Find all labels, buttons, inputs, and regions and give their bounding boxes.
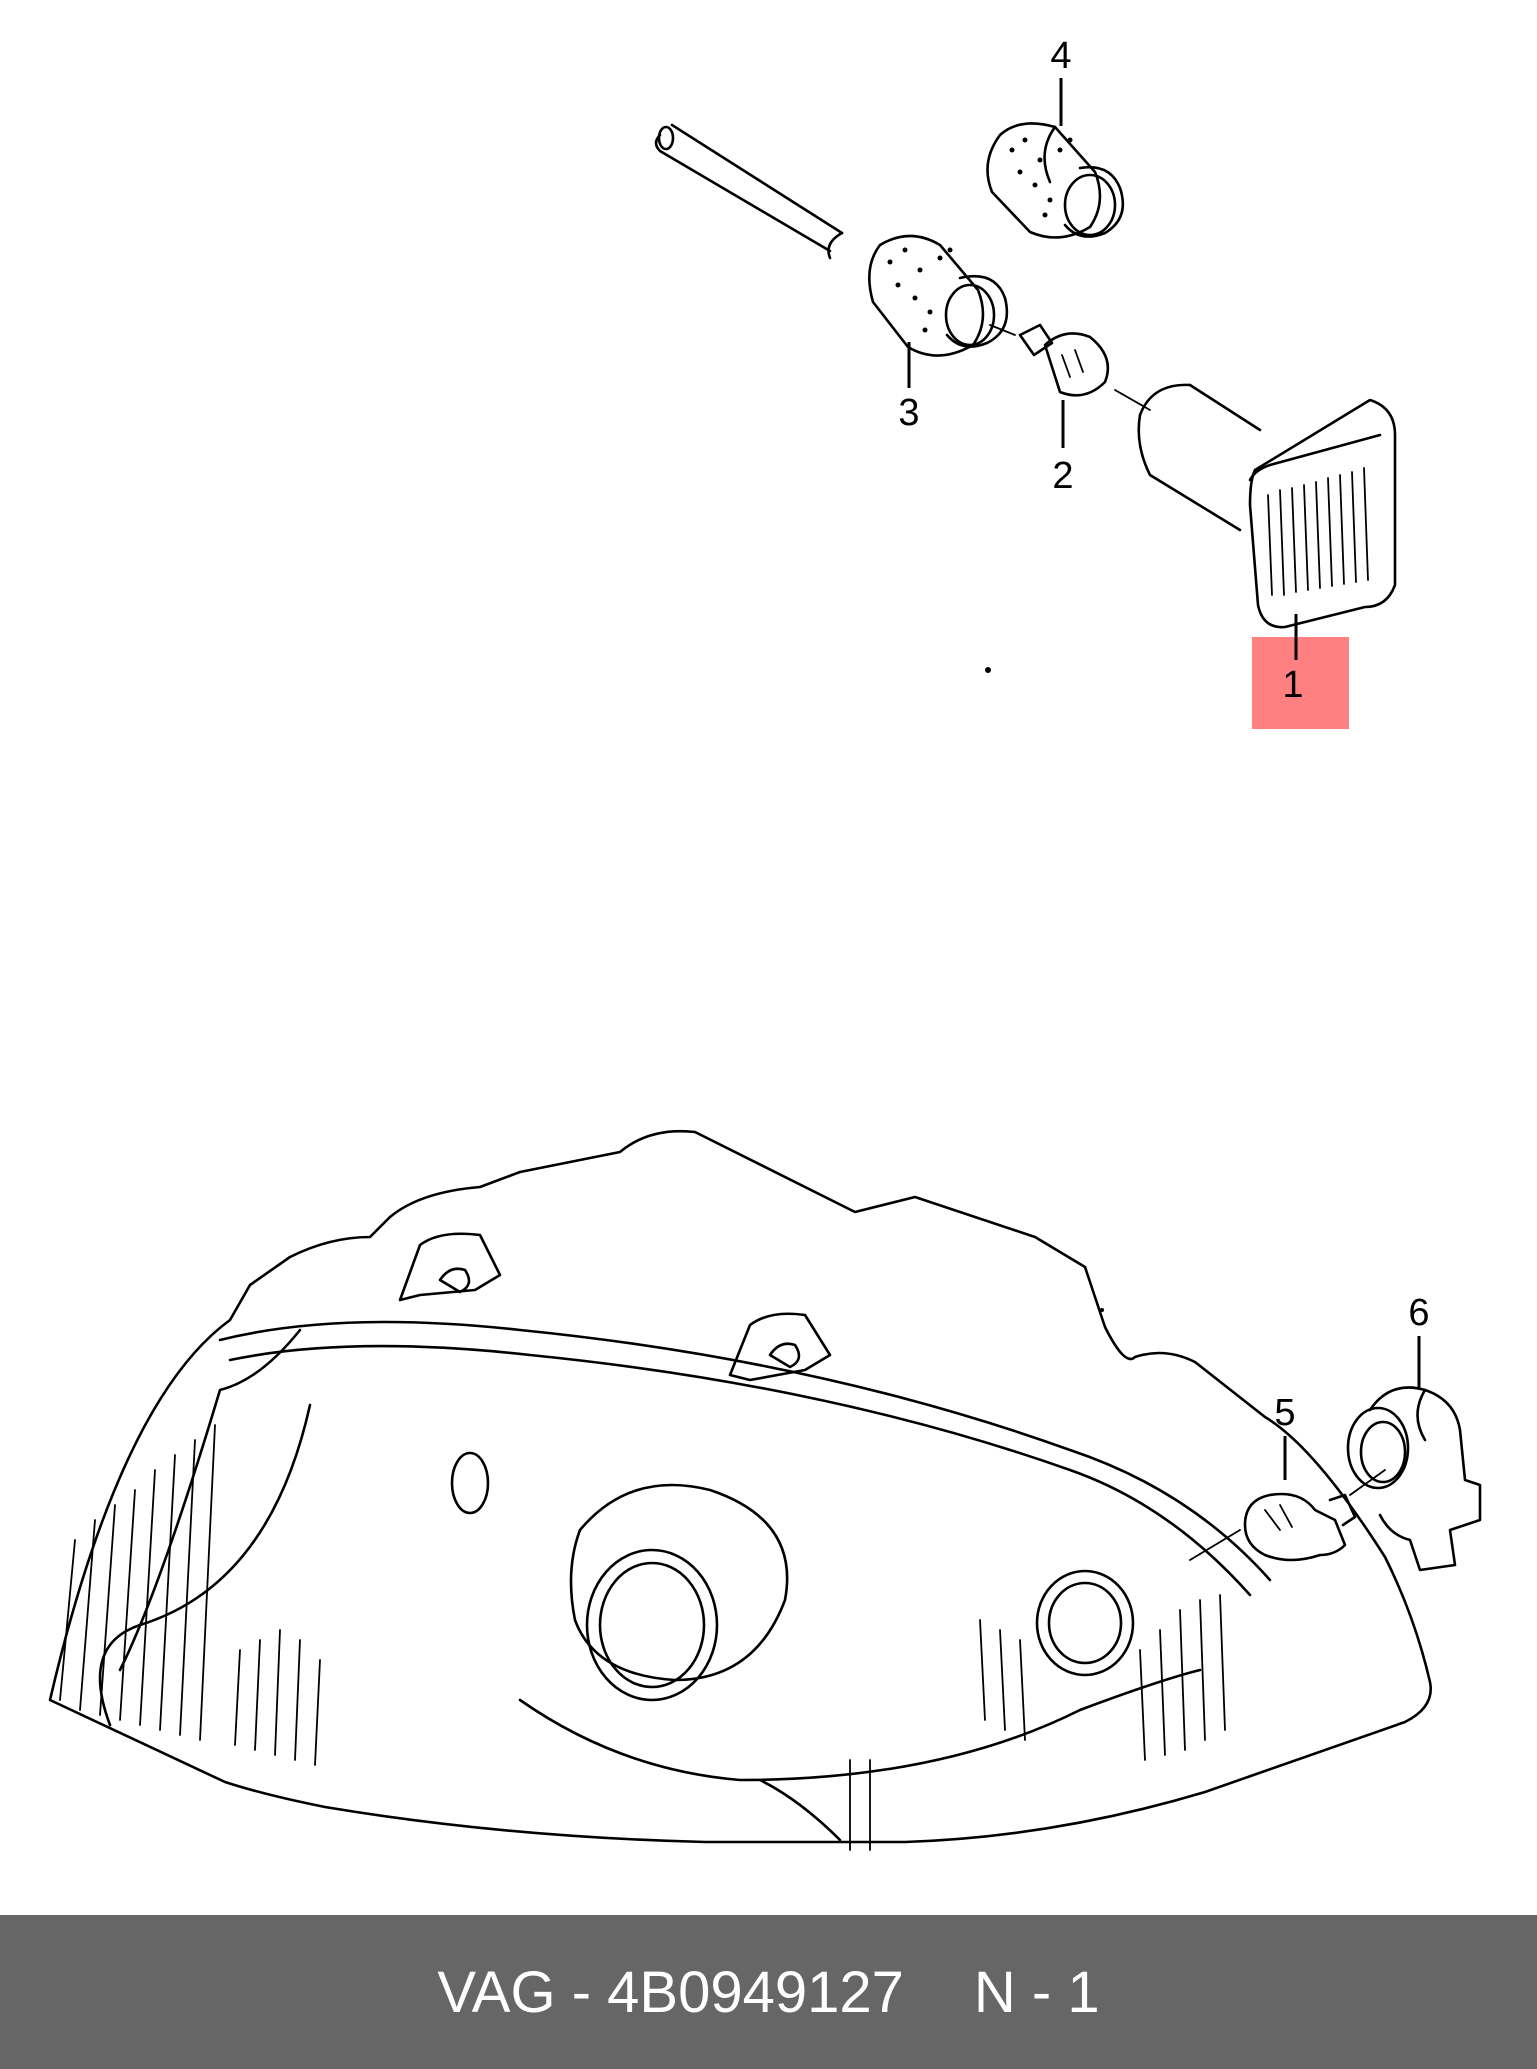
part-2-bulb <box>989 323 1151 411</box>
stray-mark <box>1100 1308 1104 1312</box>
callout-1-highlight <box>1252 637 1349 729</box>
callout-5[interactable]: 5 <box>1274 1392 1296 1480</box>
footer-bar: VAG - 4B0949127 N - 1 <box>0 1915 1537 2069</box>
stray-mark <box>985 667 991 673</box>
callout-6[interactable]: 6 <box>1408 1292 1430 1388</box>
headlamp-assembly <box>48 1129 1433 1851</box>
footer-position: N - 1 <box>973 1959 1100 2025</box>
parts-diagram: 1 2 3 4 5 6 <box>48 35 1482 1851</box>
callout-4[interactable]: 4 <box>1050 35 1072 126</box>
part-4-socket <box>986 122 1125 239</box>
part-1-side-marker-lamp <box>1137 383 1397 629</box>
callout-4-label: 4 <box>1050 35 1071 77</box>
callout-3-label: 3 <box>898 392 919 434</box>
callout-1[interactable]: 1 <box>1252 614 1349 729</box>
callout-1-label: 1 <box>1282 664 1303 706</box>
callout-3[interactable]: 3 <box>898 342 920 434</box>
callout-6-label: 6 <box>1408 1292 1429 1334</box>
footer-part-number: VAG - 4B0949127 <box>437 1959 904 2025</box>
part-3-wire-socket <box>654 123 1009 357</box>
callout-2[interactable]: 2 <box>1052 400 1074 497</box>
part-6-bulb-holder <box>1346 1386 1482 1572</box>
callout-2-label: 2 <box>1052 455 1073 497</box>
callout-5-label: 5 <box>1274 1392 1295 1434</box>
part-5-bulb <box>1189 1492 1357 1562</box>
